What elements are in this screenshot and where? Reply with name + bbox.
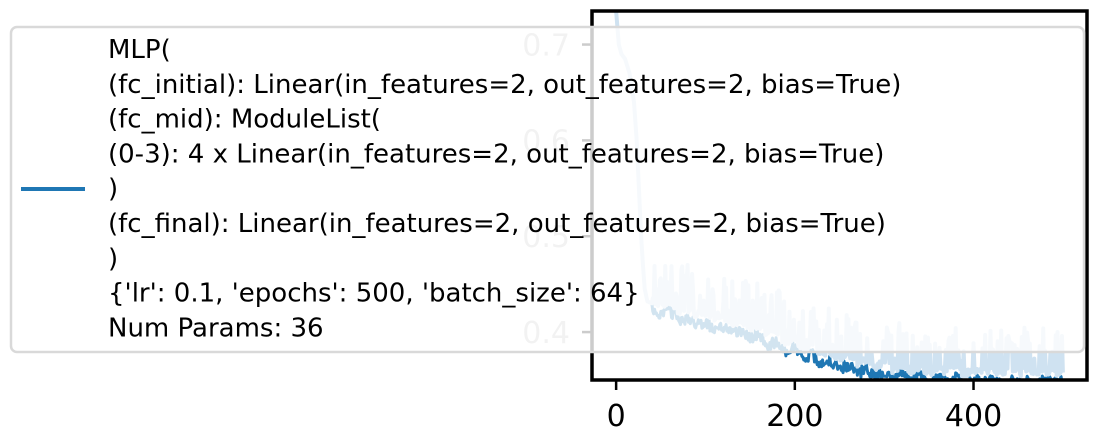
x-tick-label-1: 200 [766, 399, 823, 434]
x-tick-label-0: 0 [607, 399, 626, 434]
legend-line-1: (fc_initial): Linear(in_features=2, out_… [108, 70, 901, 100]
legend-line-4: ) [108, 174, 118, 204]
legend-line-6: ) [108, 244, 118, 274]
legend-line-0: MLP( [108, 35, 171, 65]
legend-line-8: Num Params: 36 [108, 313, 324, 343]
legend-line-7: {'lr': 0.1, 'epochs': 500, 'batch_size':… [108, 279, 640, 309]
x-tick-label-2: 400 [945, 399, 1002, 434]
legend-line-5: (fc_final): Linear(in_features=2, out_fe… [108, 209, 886, 239]
legend-line-3: (0-3): 4 x Linear(in_features=2, out_fea… [108, 139, 884, 169]
legend: MLP( (fc_initial): Linear(in_features=2,… [9, 25, 1086, 354]
legend-line-2: (fc_mid): ModuleList( [108, 105, 381, 135]
legend-box [9, 25, 1086, 354]
